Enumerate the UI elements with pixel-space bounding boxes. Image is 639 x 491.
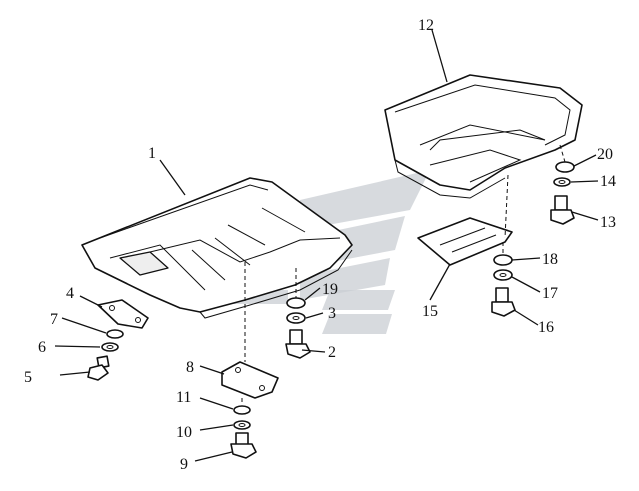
bracket-part-4: [97, 299, 149, 329]
callout-8: 8: [186, 359, 194, 376]
leader-lines: [54, 29, 599, 462]
callout-11: 11: [176, 389, 191, 406]
callout-18: 18: [542, 251, 558, 268]
callout-16: 16: [538, 319, 554, 336]
callout-15: 15: [422, 303, 438, 320]
callout-labels: 1 2 3 4 5 6 7 8 9 10 11 12 13 14 15 16 1…: [24, 17, 616, 473]
callout-14: 14: [600, 173, 616, 190]
plate-part-8: [221, 361, 279, 399]
callout-13: 13: [600, 214, 616, 231]
plate-part-15: [417, 217, 513, 266]
callout-2: 2: [328, 344, 336, 361]
callout-19: 19: [322, 281, 338, 298]
callout-5: 5: [24, 369, 32, 386]
callout-1: 1: [148, 145, 156, 162]
guard-part-1: [81, 177, 353, 319]
fastener-group-right-upper: [550, 161, 575, 225]
callout-6: 6: [38, 339, 46, 356]
callout-17: 17: [542, 285, 558, 302]
assembly-lines: [241, 144, 566, 405]
callout-3: 3: [328, 305, 336, 322]
callout-10: 10: [176, 424, 192, 441]
fastener-group-left: [87, 329, 124, 381]
callout-7: 7: [50, 311, 58, 328]
callout-20: 20: [597, 146, 613, 163]
callout-9: 9: [180, 456, 188, 473]
callout-4: 4: [66, 285, 74, 302]
guard-part-12: [384, 74, 583, 199]
fastener-group-center: [285, 297, 311, 359]
fastener-group-bottom: [230, 405, 257, 459]
fastener-group-right-lower: [491, 254, 516, 317]
callout-12: 12: [418, 17, 434, 34]
